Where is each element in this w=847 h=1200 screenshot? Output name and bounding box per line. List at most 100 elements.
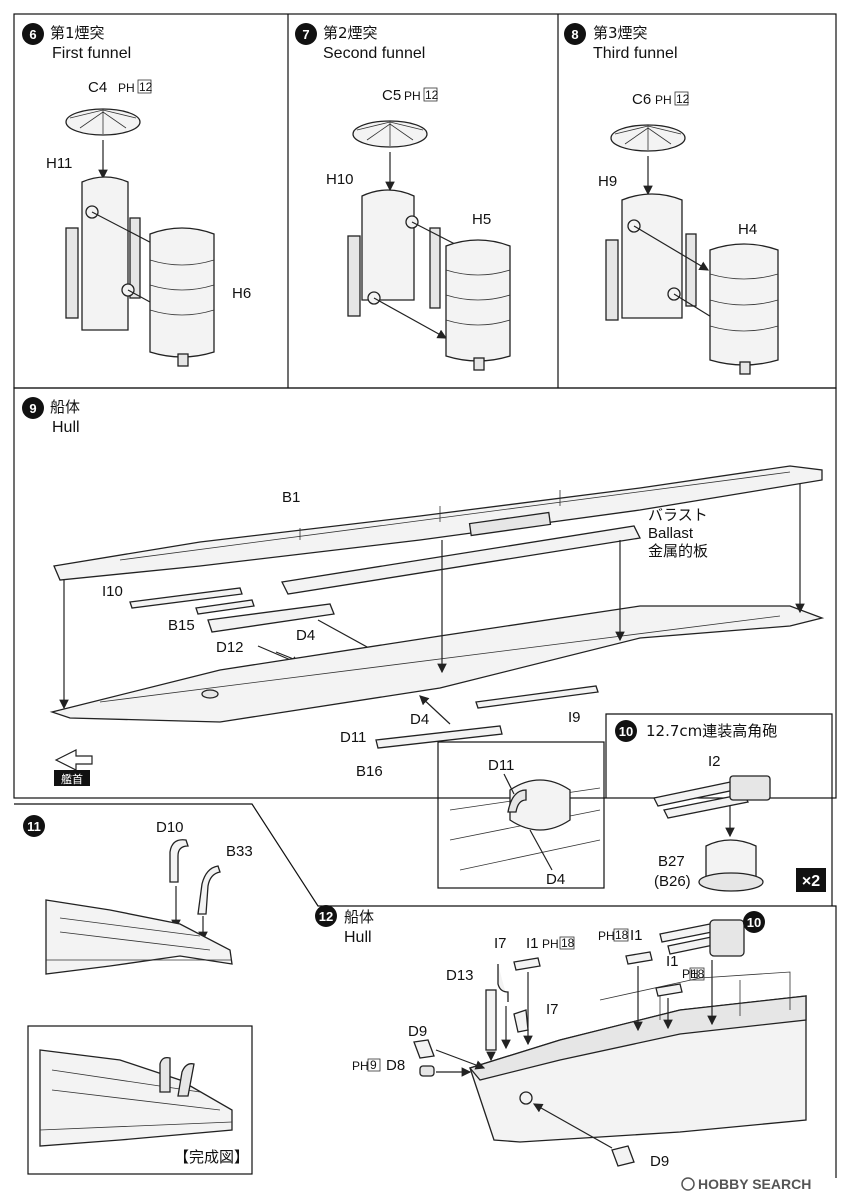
label-d12: D12 <box>216 639 244 656</box>
step-9-title-jp: 船体 <box>50 398 80 416</box>
deck-b1 <box>53 465 823 581</box>
label-ballast-jp2: 金属的板 <box>648 542 708 560</box>
label-i9: I9 <box>568 709 581 726</box>
step-12-title-en: Hull <box>344 929 372 946</box>
label-i1b: I1 <box>630 927 643 944</box>
step-11-badge <box>23 815 45 837</box>
panel-frames <box>13 13 837 1178</box>
label-d8-ph: PH <box>352 1059 369 1073</box>
bow-arrow-icon <box>54 749 93 771</box>
step-7-number: 7 <box>302 27 309 42</box>
label-b33: B33 <box>226 843 253 860</box>
step-10-badge <box>615 720 637 742</box>
step-6-title-jp: 第1煙突 <box>50 24 105 42</box>
step-8-badge <box>564 23 586 45</box>
label-h9: H9 <box>598 173 617 190</box>
step-8-title-en: Third funnel <box>593 45 678 62</box>
step-7-badge <box>295 23 317 45</box>
completed-view-deck <box>39 1049 233 1147</box>
label-b26: (B26) <box>654 873 691 890</box>
ref-step-10: 10 <box>747 915 761 930</box>
label-b27: B27 <box>658 853 685 870</box>
label-b1: B1 <box>282 489 300 506</box>
funnel-front-h6 <box>149 227 215 358</box>
part-i9 <box>475 685 599 709</box>
part-d13 <box>485 989 497 1051</box>
funnel-front-h5 <box>445 239 511 362</box>
label-i1c: I1 <box>666 953 679 970</box>
watermark-logo-icon <box>681 1177 695 1191</box>
step-9-number: 9 <box>29 401 36 416</box>
step-8-title-jp: 第3煙突 <box>593 24 648 42</box>
deck-fragment <box>45 899 233 975</box>
label-complete-view: 【完成図】 <box>174 1148 249 1166</box>
label-c4: C4 <box>88 79 107 96</box>
label-i7a: I7 <box>494 935 507 952</box>
label-h5: H5 <box>472 211 491 228</box>
label-c4-ph: PH <box>118 81 135 95</box>
label-d4a: D4 <box>296 627 315 644</box>
step-9-title-en: Hull <box>52 419 80 436</box>
step-8-third-funnel: 8 第3煙突 Third funnel C6 PH 12 H9 H4 <box>564 23 779 375</box>
step-6-number: 6 <box>29 27 36 42</box>
label-d13: D13 <box>446 967 474 984</box>
label-ballast-en: Ballast <box>648 525 694 542</box>
part-b15 <box>207 603 335 633</box>
part-d9b <box>611 1145 635 1167</box>
part-i10 <box>129 587 243 609</box>
label-bow: 艦首 <box>61 772 83 786</box>
label-h4: H4 <box>738 221 757 238</box>
label-i7b: I7 <box>546 1001 559 1018</box>
step-6-first-funnel: 6 第1煙突 First funnel C4 PH 12 H11 H6 <box>22 23 251 367</box>
quantity-x2: ×2 <box>802 873 820 890</box>
funnel-front-h4 <box>709 243 779 366</box>
step-12-badge <box>315 905 337 927</box>
label-i1a: I1 <box>526 935 539 952</box>
step-12-title-jp: 船体 <box>344 908 374 926</box>
label-h11: H11 <box>46 155 72 172</box>
label-d9b: D9 <box>650 1153 669 1170</box>
part-b16 <box>375 725 503 749</box>
label-i1c-ph-num: 18 <box>691 967 705 981</box>
part-d8 <box>419 1065 435 1077</box>
label-i1a-ph-num: 18 <box>561 936 575 950</box>
funnel-body-h10 <box>361 189 415 301</box>
ballast-plate <box>281 525 641 595</box>
label-b15: B15 <box>168 617 195 634</box>
label-d8: D8 <box>386 1057 405 1074</box>
step-8-number: 8 <box>571 27 578 42</box>
step-7-second-funnel: 7 第2煙突 Second funnel C5 PH 12 H10 H5 <box>295 23 511 371</box>
watermark: HOBBY SEARCH <box>681 1176 811 1192</box>
label-i2: I2 <box>708 753 721 770</box>
label-c4-ph-num: 12 <box>139 80 153 94</box>
label-h6: H6 <box>232 285 251 302</box>
step-10-title: 12.7cm連装高角砲 <box>646 722 777 740</box>
label-i1b-ph-num: 18 <box>615 928 629 942</box>
label-d11: D11 <box>340 729 366 746</box>
ref-step-10-badge <box>743 911 765 933</box>
step-7-title-jp: 第2煙突 <box>323 24 378 42</box>
step-12-number: 12 <box>319 909 333 924</box>
watermark-text: HOBBY SEARCH <box>698 1176 811 1192</box>
label-ballast-jp: バラスト <box>648 506 708 524</box>
label-d9a: D9 <box>408 1023 427 1040</box>
part-b33 <box>197 865 221 915</box>
step-6-badge <box>22 23 44 45</box>
step-11-number: 11 <box>27 819 41 834</box>
part-b27 <box>705 839 757 881</box>
step-9-badge <box>22 397 44 419</box>
part-d9a <box>413 1039 435 1059</box>
step-7-title-en: Second funnel <box>323 45 425 62</box>
label-i10: I10 <box>102 583 123 600</box>
label-h10: H10 <box>326 171 354 188</box>
label-c6: C6 <box>632 91 651 108</box>
label-i1b-ph: PH <box>598 929 615 943</box>
step-11-vents: 11 D10 B33 【完成図】 <box>23 815 253 1166</box>
step-9-hull: 9 船体 Hull B1 バラスト Ballast 金属的板 I10 B15 D… <box>22 397 825 888</box>
label-b16: B16 <box>356 763 383 780</box>
step-9-inset: D11 D4 <box>449 757 601 888</box>
label-inset-d11: D11 <box>488 757 514 774</box>
step-10-number: 10 <box>619 724 633 739</box>
label-c5: C5 <box>382 87 401 104</box>
